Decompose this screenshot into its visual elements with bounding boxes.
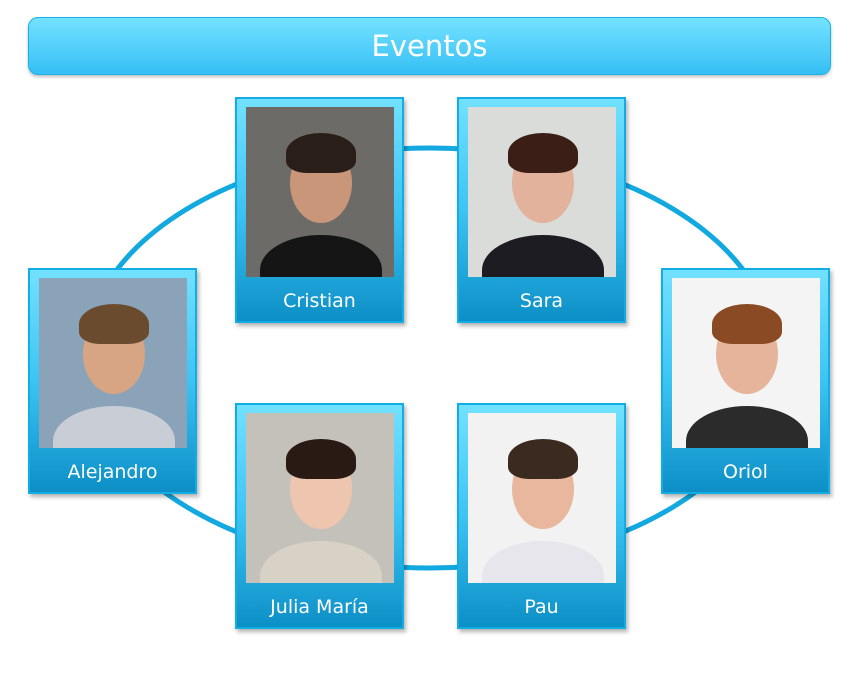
person-name: Oriol [723,461,768,483]
person-name: Sara [519,290,564,312]
person-card-cristian: Cristian [235,97,404,323]
person-card-sara: Sara [457,97,626,323]
person-card-pau: Pau [457,403,626,629]
hair [79,304,149,344]
person-name: Julia María [270,596,369,618]
person-name: Cristian [283,290,356,312]
shirt [686,406,808,448]
person-photo [672,278,820,448]
title-banner: Eventos [28,17,831,75]
shirt [260,235,382,277]
person-photo [246,413,394,583]
person-name: Pau [524,596,559,618]
person-photo [468,107,616,277]
shirt [482,235,604,277]
person-photo [468,413,616,583]
person-card-oriol: Oriol [661,268,830,494]
person-card-alejandro: Alejandro [28,268,197,494]
person-name: Alejandro [67,461,158,483]
shirt [260,541,382,583]
person-card-julia-maria: Julia María [235,403,404,629]
hair [712,304,782,344]
hair [508,133,578,173]
hair [286,439,356,479]
person-photo [246,107,394,277]
hair [286,133,356,173]
shirt [482,541,604,583]
person-photo [39,278,187,448]
hair [508,439,578,479]
shirt [53,406,175,448]
